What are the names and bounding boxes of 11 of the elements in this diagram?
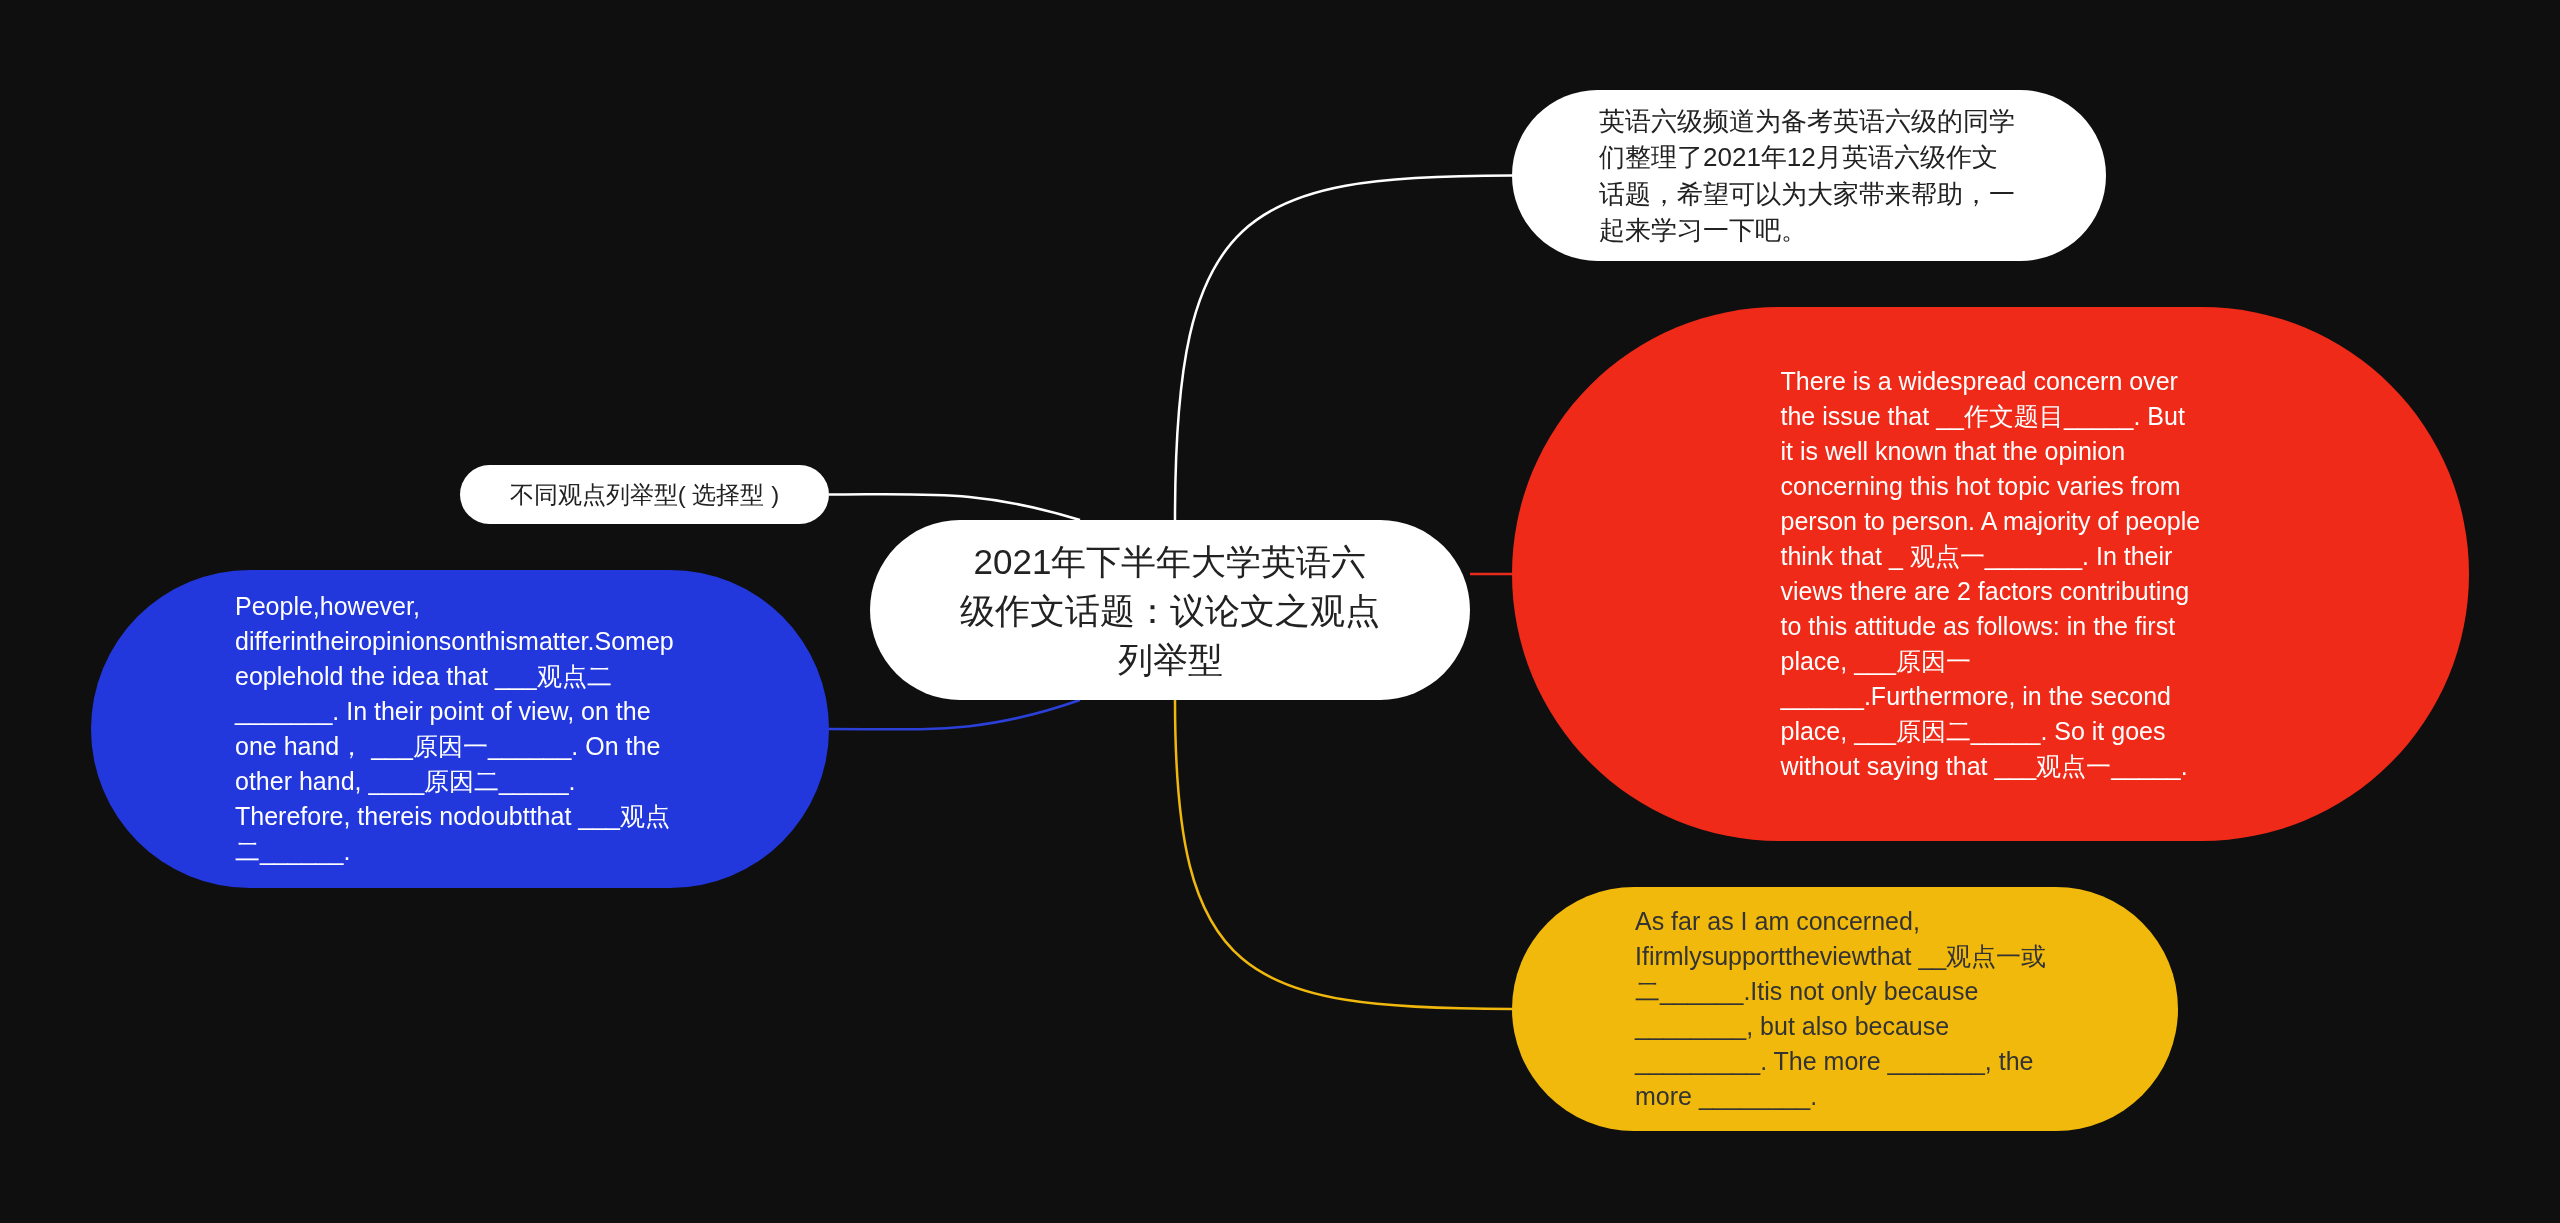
- connector-line: [1173, 699, 1512, 1011]
- template-text: As far as I am concerned, Ifirmlysupporttheviewthat __观点一或二______.Itis not only because ________, but also because _________. The more _______, the more ________.: [1635, 906, 2048, 1112]
- intro-text: 英语六级频道为备考英语六级的同学们整理了2021年12月英语六级作文话题，希望可以为大家带来帮助，一起来学习一下吧。: [1599, 104, 2016, 247]
- subtopic-text: 不同观点列举型( 选择型 ): [508, 479, 781, 510]
- connector-line: [829, 698, 1081, 731]
- topic-text: 2021年下半年大学英语六级作文话题：议论文之观点列举型: [960, 540, 1380, 681]
- connector-line: [829, 492, 1081, 522]
- template-text: There is a widespread concern over the issue that __作文题目_____. But it is well known that the opinion concerning this hot topic varies from person to person. A majority of people think that _ 观点一_______. In their views there are 2 factors contributing to this attitude as follows: in the first place, ___原因一______.Furthermore, in the second place, ___原因二_____. So it goes without saying that ___观点一_____.: [1780, 366, 2201, 782]
- connector-line: [1470, 572, 1512, 576]
- connector-line: [1173, 174, 1512, 521]
- template-text: People,however, differintheiropinionsonthismatter.Somepeoplehold the idea that ___观点二_______. In their point of view, on the one hand， ___原因一______. On the other hand, ____原因二_____. Therefore, thereis nodoubtthat ___观点二______.: [235, 591, 675, 867]
